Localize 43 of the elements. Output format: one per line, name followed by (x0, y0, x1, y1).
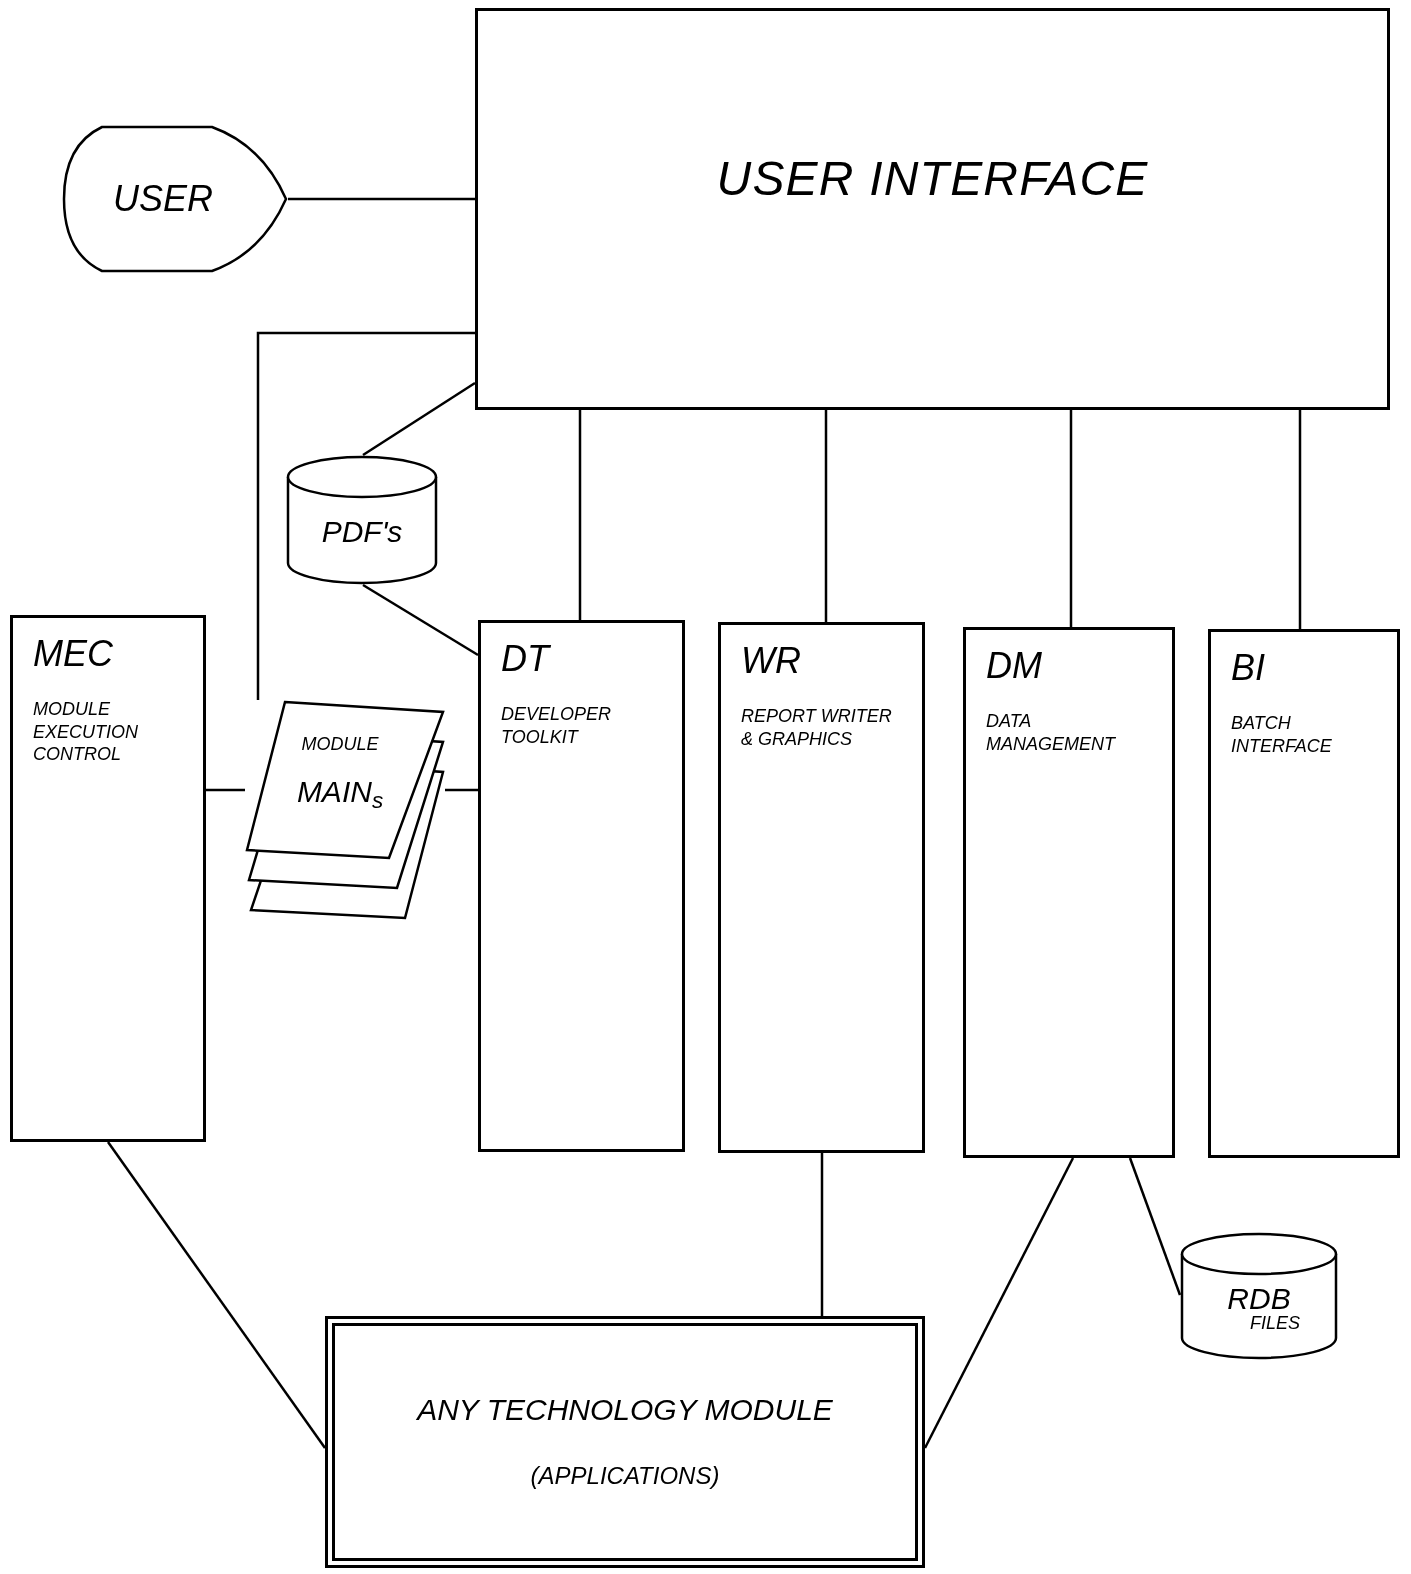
module-box (10, 615, 206, 1142)
node-label: DM (986, 646, 1042, 686)
node-label: USER INTERFACE (716, 155, 1149, 203)
node-label: DEVELOPER TOOLKIT (501, 703, 613, 748)
module-box (478, 620, 685, 1152)
connector-line (824, 410, 828, 622)
node-label: RDB (1227, 1284, 1291, 1314)
node-label: DT (501, 639, 549, 679)
node-label: BI (1231, 648, 1265, 688)
node-label: FILES (1250, 1314, 1300, 1332)
database-cylinder (1180, 1232, 1338, 1360)
interface-box (475, 8, 1390, 410)
node-label: DATA MANAGEMENT (986, 710, 1117, 755)
application-box (325, 1316, 925, 1568)
node-label: MODULE EXECUTION CONTROL (33, 698, 139, 766)
node-label: WR (741, 641, 801, 681)
node-label: USER (113, 179, 213, 219)
node-label: MEC (33, 634, 113, 674)
connector-line (256, 331, 475, 700)
module-box (1208, 629, 1400, 1158)
connector-line (1128, 1157, 1182, 1296)
node-label: BATCH INTERFACE (1231, 712, 1333, 757)
module-box (718, 622, 925, 1153)
node-label: MAIN$_{s}$ (296, 774, 384, 810)
connector-line (362, 583, 479, 657)
connector-line (206, 788, 245, 792)
connector-line (445, 788, 478, 792)
connector-line (578, 410, 582, 620)
document-stack (245, 700, 445, 920)
database-cylinder (286, 455, 438, 585)
connector-line (1069, 410, 1073, 627)
connector-line (1298, 410, 1302, 629)
connector-line (362, 381, 476, 457)
node-label: PDF's (321, 517, 403, 547)
node-label: (APPLICATIONS) (530, 1461, 720, 1491)
node-label: MODULE (301, 733, 379, 756)
connector-line (106, 1141, 327, 1449)
node-label: ANY TECHNOLOGY MODULE (417, 1392, 833, 1428)
module-box (963, 627, 1175, 1158)
node-label: REPORT WRITER & GRAPHICS (741, 705, 893, 750)
user-terminal-shape (62, 125, 288, 273)
connector-line (820, 1153, 824, 1316)
connector-line (288, 197, 475, 201)
